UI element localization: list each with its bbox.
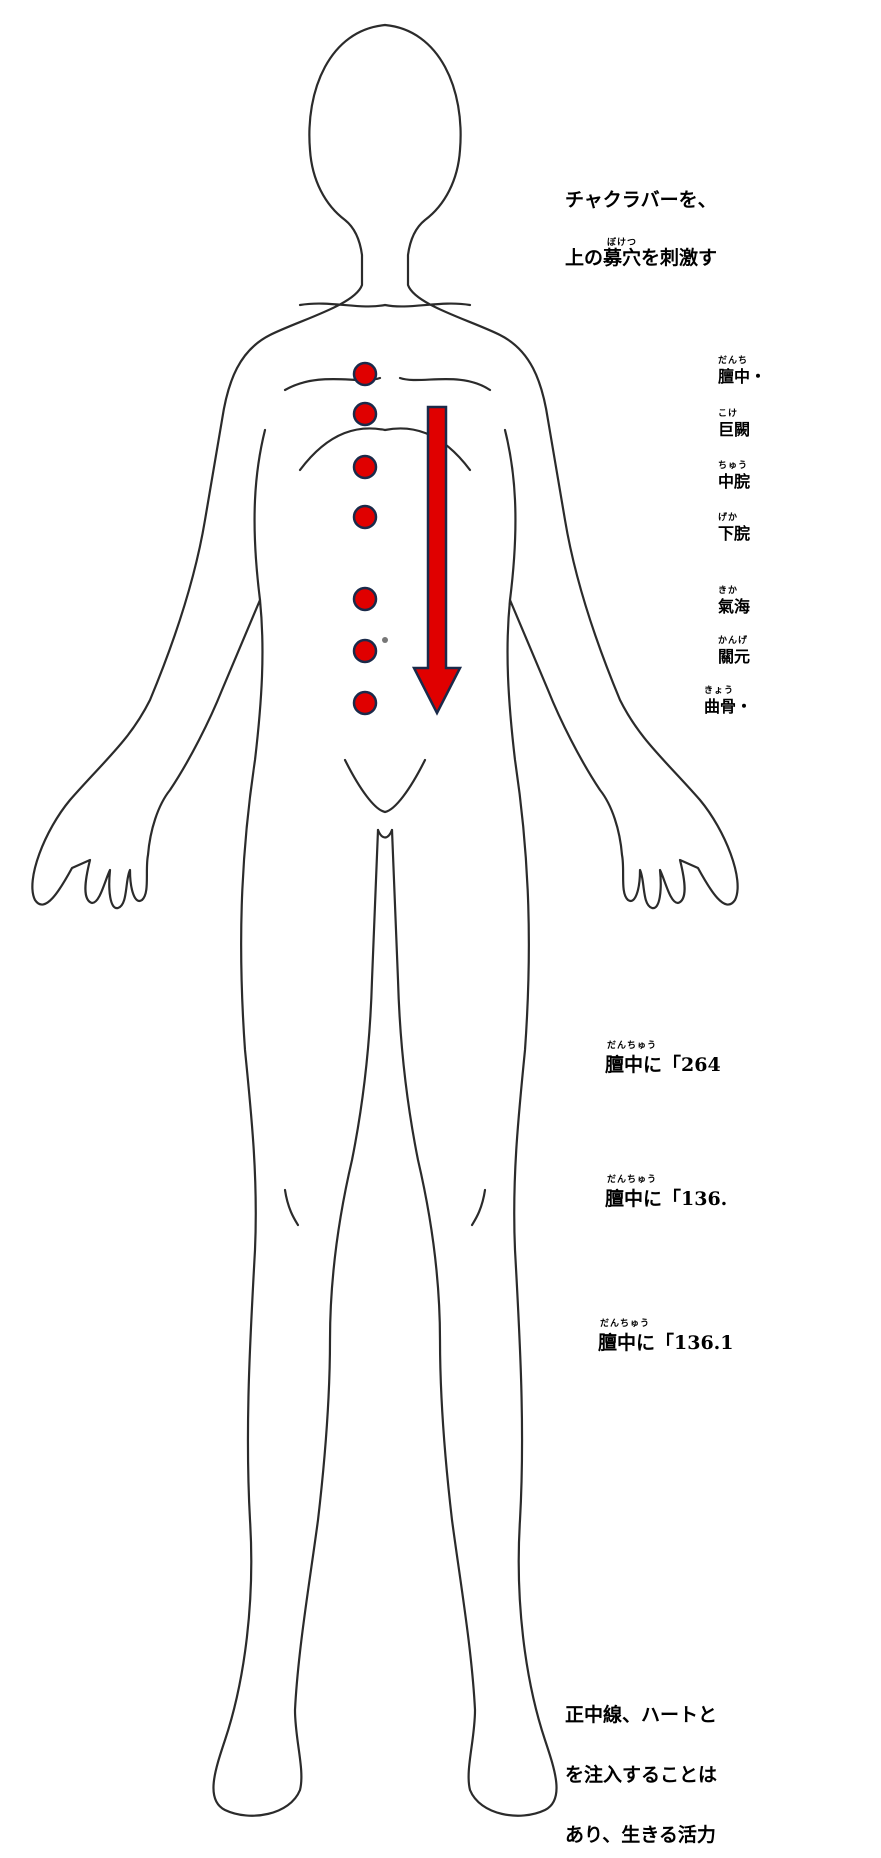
left-inner-arm [255, 430, 265, 600]
closing-line-1: 正中線、ハートと [565, 1700, 717, 1727]
head-outline [32, 25, 385, 1816]
point-label-chukan: ちゅう中脘 [718, 468, 750, 492]
step-line-3: だんちゅう膻中に「136.1 [598, 1328, 734, 1355]
step-line-1: だんちゅう膻中に「264 [605, 1050, 721, 1077]
acupoint-dot [354, 588, 376, 610]
downward-arrow [414, 407, 460, 713]
step-line-2: だんちゅう膻中に「136. [605, 1184, 727, 1211]
bokketsu-ruby: ぼけつ [607, 235, 637, 248]
right-inner-arm [505, 430, 515, 600]
point-label-gekan: げか下脘 [718, 520, 750, 544]
acupoint-dot [354, 692, 376, 714]
point-label-koketsu: こけ巨闕 [718, 416, 750, 440]
closing-line-2: を注入することは [565, 1760, 717, 1787]
intro-line-2: 上のぼけつ募穴を刺激す [565, 243, 717, 270]
acupoint-dot [354, 506, 376, 528]
intro-line-2-pre: 上の [565, 247, 603, 269]
chest-line [285, 378, 490, 390]
acupoint-dots [354, 363, 376, 714]
acupoint-dot [354, 456, 376, 478]
right-knee [472, 1190, 485, 1225]
collarbone [300, 304, 470, 307]
intro-line-1: チャクラバーを、 [565, 185, 717, 212]
closing-line-3: あり、生きる活力 [565, 1820, 716, 1847]
point-label-danchu: だんち膻中・ [718, 363, 766, 387]
acupoint-dot [354, 403, 376, 425]
body-outline-right [385, 25, 738, 1816]
navel [382, 637, 388, 643]
bokketsu-word: ぼけつ募穴 [603, 247, 641, 269]
left-knee [285, 1190, 298, 1225]
point-label-kikai: きか氣海 [718, 593, 750, 617]
intro-line-2-post: を刺激す [641, 247, 717, 269]
point-label-kangen: かんげ關元 [718, 643, 750, 667]
acupoint-dot [354, 640, 376, 662]
groin-line [345, 760, 425, 812]
acupoint-dot [354, 363, 376, 385]
inner-leg [378, 830, 392, 838]
point-label-kyokotsu: きょう曲骨・ [704, 693, 752, 717]
